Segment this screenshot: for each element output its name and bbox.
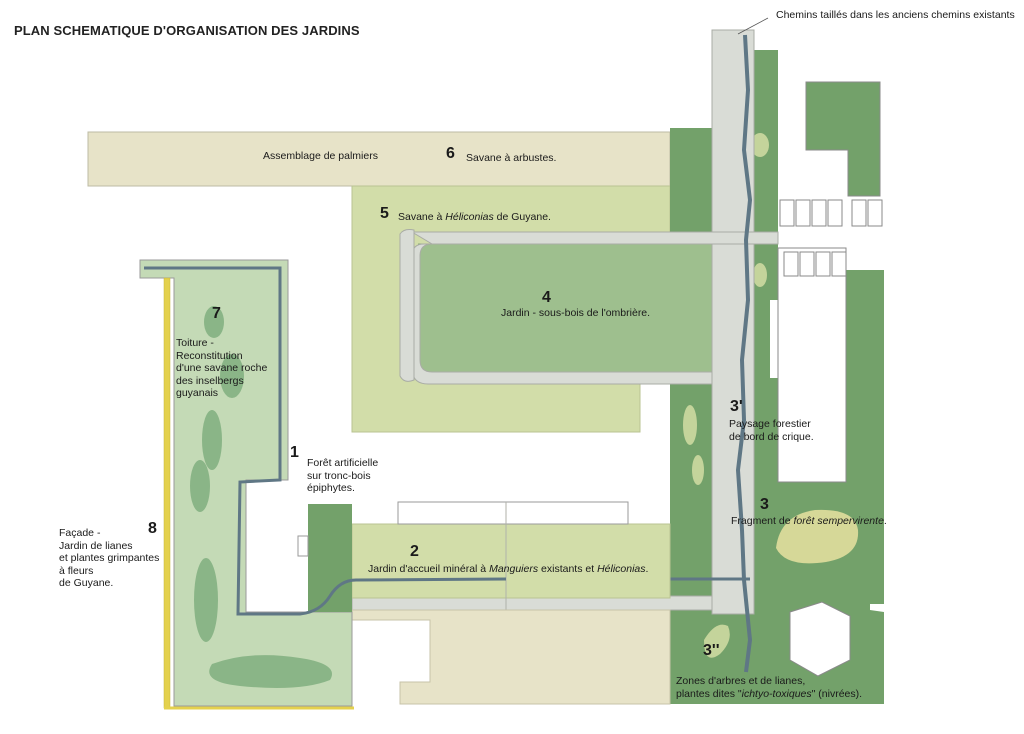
zone-2-jardin-accueil [351,523,671,599]
stair-marker [297,535,309,557]
zone-2-building-strip [397,501,629,525]
zone-6-sub-label: Assemblage de palmiers [263,150,378,162]
zone-dark-green-top [670,128,712,232]
roof-vegetation [190,306,332,688]
zone-8-label: Façade - Jardin de lianes et plantes gri… [59,527,160,589]
clearing-patch [683,405,697,445]
page-title: PLAN SCHEMATIQUE D'ORGANISATION DES JARD… [14,23,360,38]
clearing-patch [753,263,767,287]
clearing-patch [704,624,730,658]
clearing-patch [776,509,859,564]
clearing-patch [692,455,704,485]
annotation-leader [737,17,769,35]
zone-1-label: Forêt artificielle sur tronc-bois épiphy… [307,457,379,494]
roof-water-channel [144,266,507,616]
annotation-chemins: Chemins taillés dans les anciens chemins… [776,9,1015,21]
zone-6-savane-arbustes [87,131,671,187]
zone-6-number: 6 [446,145,455,162]
zone-1-number: 1 [290,444,299,461]
zone-5-label: Savane à Héliconias de Guyane. [398,211,551,223]
parking-stalls [779,199,883,277]
building-east [777,247,847,483]
zone-dark-green-courtyard [805,81,881,197]
zone-3-double-prime-number: 3'' [703,642,720,659]
zone-5-number: 5 [380,205,389,222]
zone-8-number: 8 [148,520,157,537]
zone-3-double-prime-label: Zones d'arbres et de lianes, plantes dit… [676,675,863,700]
zone-8-facade [163,277,171,709]
zone-2-number: 2 [410,543,419,560]
building-southeast [789,601,851,677]
clearing-patch [751,133,769,157]
zone-7-label: Toiture - Reconstitution d'une savane ro… [176,337,268,399]
zone-4-label: Jardin - sous-bois de l'ombrière. [501,307,651,319]
zone-2-label: Jardin d'accueil minéral à Manguiers exi… [368,563,649,575]
zone-7-number: 7 [212,305,221,322]
zone-4-number: 4 [542,289,551,306]
zone-3-number: 3 [760,496,769,513]
zone-3-label: Fragment de forêt sempervirente. [731,515,887,527]
zone-6-label: Savane à arbustes. [466,152,557,164]
zone-3-prime-label: Paysage forestier de bord de crique. [729,418,814,443]
zone-entrance-beige [351,609,671,705]
zone-3-prime-number: 3' [730,398,743,415]
